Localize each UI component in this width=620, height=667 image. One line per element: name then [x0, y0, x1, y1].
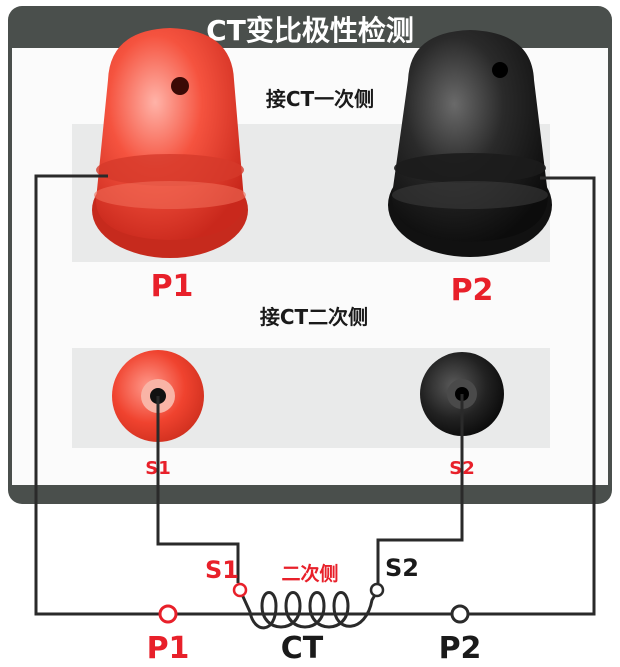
terminal-p1-label: P1: [151, 269, 194, 304]
p2-knob-hole: [492, 62, 508, 78]
p1-red-binding-post[interactable]: [92, 28, 248, 258]
secondary-side-label: 接CT二次侧: [260, 305, 368, 329]
ct-s1-label: S1: [205, 556, 239, 584]
p2-wire: [460, 176, 596, 616]
ct-p2-terminal: [450, 604, 470, 624]
ct-s2-label: S2: [385, 554, 419, 582]
ct-s2-terminal: [369, 582, 385, 598]
ct-p1-label: P1: [147, 631, 190, 666]
terminal-p2-label: P2: [451, 273, 494, 308]
ct-s1-terminal: [232, 582, 248, 598]
s1-wire: [156, 396, 240, 583]
panel-title: CT变比极性检测: [206, 14, 414, 47]
s2-wire: [376, 394, 464, 583]
p2-black-binding-post[interactable]: [388, 30, 552, 257]
ct-secondary-side-label: 二次侧: [281, 562, 338, 585]
ct-p1-terminal: [158, 604, 178, 624]
ct-name-label: CT: [281, 631, 324, 666]
primary-side-label: 接CT一次侧: [266, 87, 374, 111]
p1-knob-hole: [171, 77, 189, 95]
ct-secondary-coil: [238, 589, 380, 630]
p1-wire: [34, 174, 160, 616]
ct-p2-label: P2: [439, 631, 482, 666]
